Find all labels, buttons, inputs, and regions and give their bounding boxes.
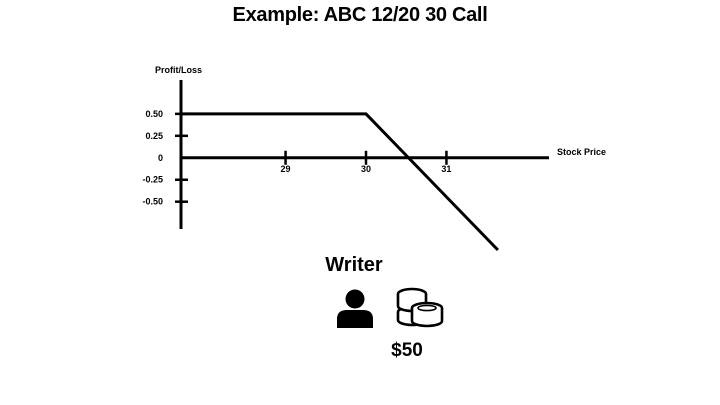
x-tick-label: 30 — [361, 164, 371, 174]
x-tick-label: 29 — [281, 164, 291, 174]
x-axis-label: Stock Price — [557, 147, 606, 157]
y-tick-label: -0.25 — [142, 175, 163, 185]
premium-amount: $50 — [391, 340, 423, 361]
y-tick-label: 0.50 — [145, 109, 163, 119]
payoff-line — [181, 112, 499, 252]
role-label: Writer — [325, 254, 383, 276]
y-tick-label: 0 — [158, 153, 163, 163]
person-icon — [337, 289, 373, 328]
chart-title: Example: ABC 12/20 30 Call — [232, 4, 488, 26]
x-tick-label: 31 — [441, 164, 451, 174]
y-tick-label: 0.25 — [145, 131, 163, 141]
y-tick-label: -0.50 — [142, 197, 163, 207]
chart-series — [181, 112, 499, 252]
chart-ticks: 0.50 0.25 0 -0.25 -0.50 29 30 31 — [142, 109, 451, 207]
coins-icon — [396, 287, 444, 328]
y-axis-label: Profit/Loss — [155, 65, 202, 75]
payoff-chart: 0.50 0.25 0 -0.25 -0.50 29 30 31 Profit/Loss St… — [142, 65, 606, 252]
